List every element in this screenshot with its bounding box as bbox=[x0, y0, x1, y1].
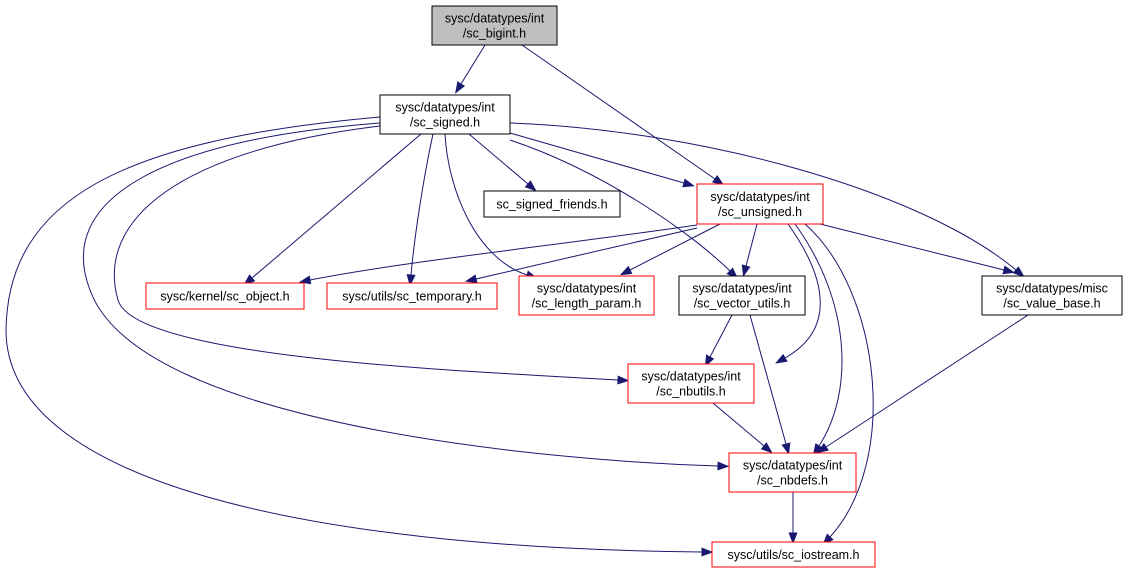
node-box bbox=[379, 94, 511, 135]
node-box bbox=[981, 275, 1123, 316]
node-object[interactable]: sysc/kernel/sc_object.h bbox=[145, 282, 305, 310]
node-label-line: sysc/datatypes/int bbox=[395, 101, 495, 115]
node-nbutils[interactable]: sysc/datatypes/int/sc_nbutils.h bbox=[627, 363, 755, 404]
edge-signed-to-signed-friends bbox=[468, 133, 537, 192]
node-label-line: sysc/datatypes/int bbox=[692, 282, 792, 296]
node-value-base[interactable]: sysc/datatypes/misc/sc_value_base.h bbox=[981, 275, 1123, 316]
node-label-line: /sc_nbdefs.h bbox=[757, 474, 828, 488]
edge-signed-to-nbutils bbox=[113, 125, 630, 385]
edge-unsigned-to-temporary bbox=[464, 227, 698, 284]
edge-signed-to-object bbox=[243, 133, 422, 286]
node-label-line: /sc_nbutils.h bbox=[656, 385, 726, 399]
node-box bbox=[483, 190, 621, 218]
node-box bbox=[728, 452, 857, 493]
node-box bbox=[145, 282, 305, 310]
node-nbdefs[interactable]: sysc/datatypes/int/sc_nbdefs.h bbox=[728, 452, 857, 493]
edge-unsigned-to-object bbox=[298, 224, 698, 285]
node-box bbox=[711, 541, 876, 568]
node-box bbox=[431, 5, 558, 46]
node-label-line: /sc_unsigned.h bbox=[718, 205, 802, 219]
node-label-line: /sc_value_base.h bbox=[1003, 297, 1100, 311]
edge-unsigned-to-length-param bbox=[619, 223, 721, 276]
node-box bbox=[678, 275, 806, 316]
node-label-line: sysc/datatypes/int bbox=[641, 370, 741, 384]
node-signed-friends[interactable]: sc_signed_friends.h bbox=[483, 190, 621, 218]
node-label-line: /sc_length_param.h bbox=[532, 297, 642, 311]
edge-signed-to-value-base bbox=[509, 122, 1025, 278]
node-box bbox=[326, 282, 498, 310]
node-label-line: /sc_bigint.h bbox=[463, 27, 526, 41]
node-label-line: /sc_vector_utils.h bbox=[694, 297, 791, 311]
node-label-line: sysc/datatypes/int bbox=[537, 282, 637, 296]
edge-unsigned-to-vector-utils bbox=[741, 223, 758, 278]
node-bigint[interactable]: sysc/datatypes/int/sc_bigint.h bbox=[431, 5, 558, 46]
node-label-line: sysc/utils/sc_iostream.h bbox=[728, 548, 860, 562]
edge-signed-to-nbdefs bbox=[82, 122, 730, 471]
node-unsigned[interactable]: sysc/datatypes/int/sc_unsigned.h bbox=[696, 183, 824, 225]
edge-vector-utils-to-nbdefs bbox=[749, 314, 791, 455]
edge-unsigned-to-iostream bbox=[804, 223, 874, 546]
edge-nbdefs-to-iostream bbox=[788, 492, 798, 545]
node-label-line: sysc/utils/sc_temporary.h bbox=[342, 290, 481, 304]
node-temporary[interactable]: sysc/utils/sc_temporary.h bbox=[326, 282, 498, 310]
node-label-line: sysc/datatypes/int bbox=[743, 459, 843, 473]
node-label-line: sysc/kernel/sc_object.h bbox=[160, 290, 289, 304]
node-iostream[interactable]: sysc/utils/sc_iostream.h bbox=[711, 541, 876, 568]
edge-signed-to-temporary bbox=[406, 133, 434, 287]
edge-value-base-to-nbdefs bbox=[816, 314, 1029, 454]
node-label-line: sysc/datatypes/int bbox=[445, 12, 545, 26]
node-label-line: sysc/datatypes/int bbox=[710, 190, 810, 204]
edge-vector-utils-to-nbutils bbox=[704, 314, 733, 368]
node-label-line: sc_signed_friends.h bbox=[496, 198, 607, 212]
edge-bigint-to-unsigned bbox=[521, 44, 725, 186]
edge-nbutils-to-nbdefs bbox=[712, 402, 773, 454]
edge-unsigned-to-value-base bbox=[819, 223, 1016, 275]
node-box bbox=[627, 363, 755, 404]
node-label-line: /sc_signed.h bbox=[410, 116, 480, 130]
edge-bigint-to-signed bbox=[455, 44, 486, 94]
node-label-line: sysc/datatypes/misc bbox=[996, 282, 1108, 296]
node-box bbox=[696, 183, 824, 225]
node-vector-utils[interactable]: sysc/datatypes/int/sc_vector_utils.h bbox=[678, 275, 806, 316]
node-length-param[interactable]: sysc/datatypes/int/sc_length_param.h bbox=[518, 275, 655, 316]
node-box bbox=[518, 275, 655, 316]
edge-unsigned-to-nbdefs bbox=[794, 223, 843, 456]
edge-signed-to-iostream bbox=[5, 116, 714, 557]
edge-unsigned-to-nbutils bbox=[775, 223, 821, 364]
node-signed[interactable]: sysc/datatypes/int/sc_signed.h bbox=[379, 94, 511, 135]
edge-signed-to-unsigned bbox=[509, 132, 695, 188]
node-layer: sysc/datatypes/int/sc_bigint.hsysc/datat… bbox=[145, 5, 1123, 568]
